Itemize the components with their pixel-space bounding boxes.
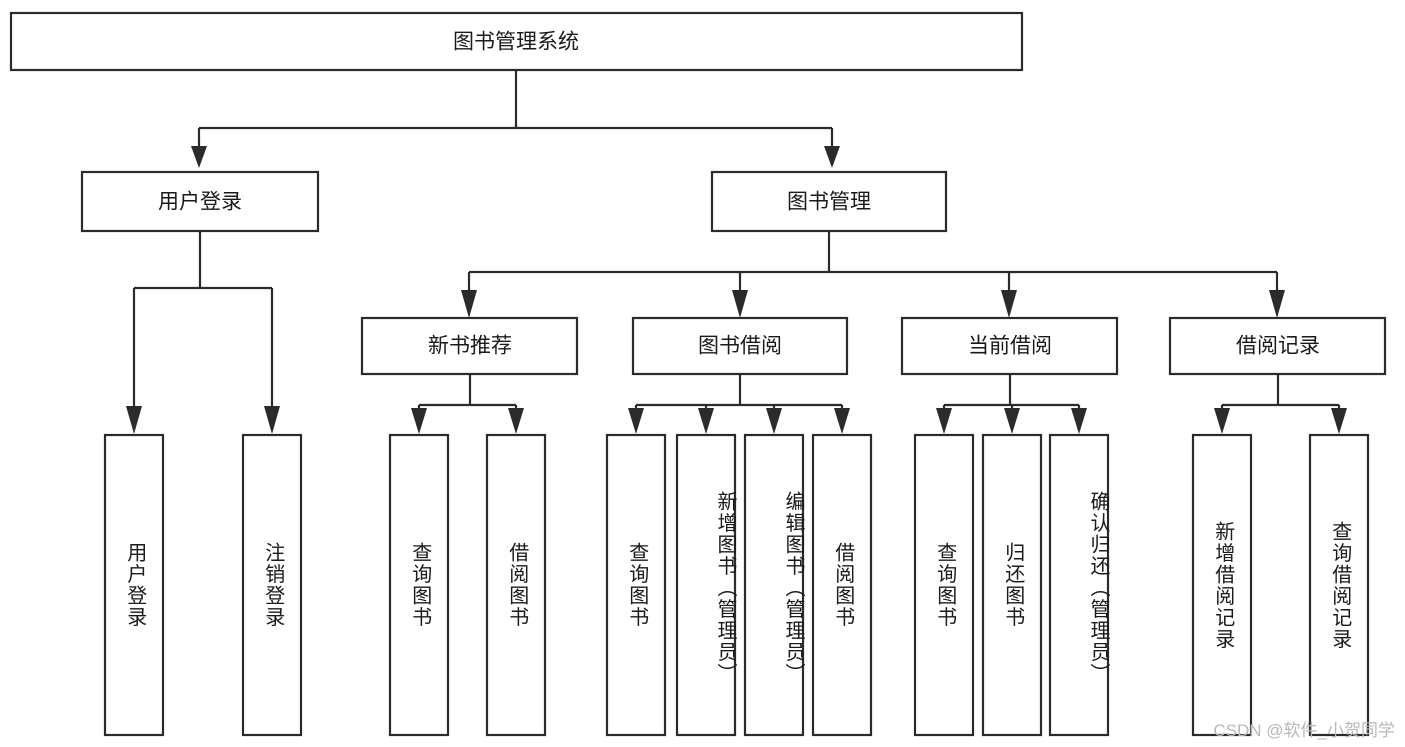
current-borrow-box xyxy=(900,316,1119,376)
node-user-login[interactable]: 用户登录 xyxy=(80,170,320,233)
arrow-head-leaf-borrow-book-1 xyxy=(508,408,524,434)
node-borrow-record[interactable]: 借阅记录 xyxy=(1168,316,1387,376)
arrow-head-user-login xyxy=(191,146,207,168)
book-management-box xyxy=(710,170,948,233)
arrow-head-leaf-query-book-3 xyxy=(936,408,952,434)
node-current-borrow[interactable]: 当前借阅 xyxy=(900,316,1119,376)
node-new-book-recommend[interactable]: 新书推荐 xyxy=(360,316,579,376)
leaf-box-add-book[interactable] xyxy=(675,433,737,737)
book-borrow-label: 图书借阅 xyxy=(698,335,782,358)
arrow-head-leaf-logout-login xyxy=(264,406,280,434)
leaf-box-user-login[interactable] xyxy=(103,433,165,737)
arrow-head-book-borrow xyxy=(732,290,748,318)
arrow-head-leaf-user-login xyxy=(126,406,142,434)
leaf-box-edit-book[interactable] xyxy=(743,433,805,737)
leaf-box-query-book-2[interactable] xyxy=(605,433,667,737)
arrow-head-leaf-query-record xyxy=(1331,408,1347,434)
leaf-box-return-book[interactable] xyxy=(981,433,1043,737)
new-book-recommend-label: 新书推荐 xyxy=(428,335,512,358)
node-root[interactable]: 图书管理系统 xyxy=(9,11,1024,72)
arrow-head-leaf-add-record xyxy=(1214,408,1230,434)
current-borrow-label: 当前借阅 xyxy=(968,335,1052,358)
arrow-head-leaf-add-book xyxy=(698,408,714,434)
arrow-head-borrow-record xyxy=(1269,290,1285,318)
root-box xyxy=(9,11,1024,72)
leaf-box-confirm-return[interactable] xyxy=(1048,433,1110,737)
arrow-head-new-book-recommend xyxy=(461,290,477,318)
arrow-head-leaf-confirm-return xyxy=(1071,408,1087,434)
user-login-label: 用户登录 xyxy=(158,191,242,214)
leaf-box-logout-login[interactable] xyxy=(241,433,303,737)
borrow-record-label: 借阅记录 xyxy=(1236,335,1320,358)
arrow-head-leaf-query-book-1 xyxy=(411,408,427,434)
book-borrow-box xyxy=(631,316,849,376)
leaf-box-query-book-1[interactable] xyxy=(388,433,450,737)
leaf-box-borrow-book-1[interactable] xyxy=(485,433,547,737)
arrow-head-leaf-borrow-book-2 xyxy=(834,408,850,434)
leaf-box-query-record[interactable] xyxy=(1308,433,1370,737)
node-book-borrow[interactable]: 图书借阅 xyxy=(631,316,849,376)
arrow-head-leaf-query-book-2 xyxy=(628,408,644,434)
new-book-recommend-box xyxy=(360,316,579,376)
book-management-label: 图书管理 xyxy=(787,191,871,214)
arrow-head-current-borrow xyxy=(1001,290,1017,318)
leaf-box-query-book-3[interactable] xyxy=(913,433,975,737)
arrow-head-leaf-edit-book xyxy=(766,408,782,434)
arrow-head-leaf-return-book xyxy=(1004,408,1020,434)
root-label: 图书管理系统 xyxy=(453,31,579,54)
arrow-head-book-management xyxy=(824,146,840,168)
leaf-box-borrow-book-2[interactable] xyxy=(811,433,873,737)
node-book-management[interactable]: 图书管理 xyxy=(710,170,948,233)
watermark: CSDN @软件_小贺同学 xyxy=(1213,721,1395,740)
leaf-box-add-record[interactable] xyxy=(1191,433,1253,737)
borrow-record-box xyxy=(1168,316,1387,376)
